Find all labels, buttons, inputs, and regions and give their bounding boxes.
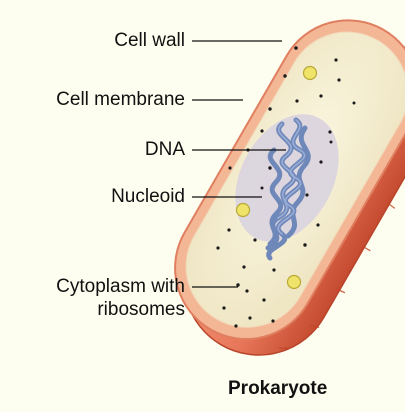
ribosome — [319, 160, 322, 163]
ribosome — [261, 187, 264, 190]
ribosome — [271, 319, 274, 322]
ribosome — [268, 107, 271, 110]
ribosome — [228, 166, 231, 169]
label-cell-membrane: Cell membrane — [56, 88, 185, 111]
ribosome — [353, 102, 356, 105]
ribosome — [245, 289, 248, 292]
ribosome — [253, 238, 256, 241]
ribosome — [242, 265, 245, 268]
ribosome — [295, 99, 298, 102]
label-cell-wall: Cell wall — [114, 29, 185, 52]
ribosome — [303, 243, 306, 246]
granule — [288, 276, 301, 289]
ribosome — [227, 228, 230, 231]
diagram-title: Prokaryote — [228, 378, 327, 400]
ribosome — [262, 298, 265, 301]
ribosome — [316, 223, 319, 226]
ribosome — [272, 268, 275, 271]
ribosome — [294, 46, 298, 50]
ribosome — [283, 74, 286, 77]
granule — [237, 204, 250, 217]
ribosome — [330, 141, 333, 144]
label-cytoplasm-line1: Cytoplasm with — [56, 275, 185, 298]
ribosome — [319, 94, 322, 97]
ribosome — [337, 78, 340, 81]
ribosome — [234, 324, 237, 327]
ribosome — [305, 193, 308, 196]
label-nucleoid: Nucleoid — [111, 185, 185, 208]
ribosome — [328, 130, 331, 133]
ribosome — [248, 316, 251, 319]
ribosome — [334, 58, 337, 61]
label-cytoplasm-line2: ribosomes — [97, 298, 185, 321]
ribosome — [260, 129, 263, 132]
ribosome — [222, 306, 225, 309]
ribosome — [268, 166, 271, 169]
ribosome — [216, 246, 219, 249]
granule — [304, 67, 317, 80]
ribosome — [236, 283, 239, 286]
label-dna: DNA — [145, 138, 185, 161]
